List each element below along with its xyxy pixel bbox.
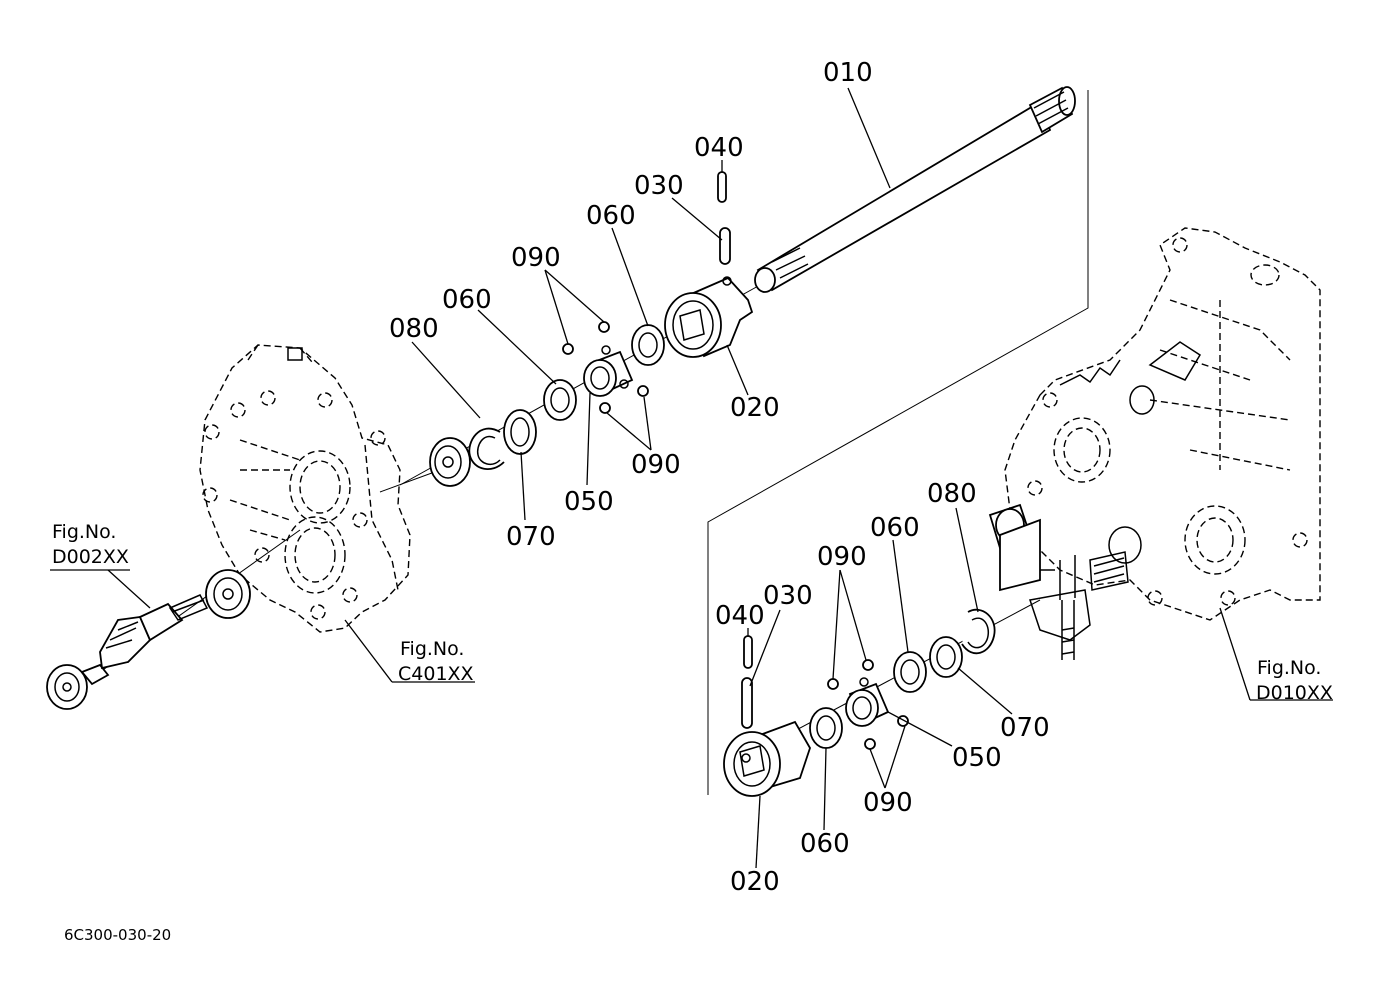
label-060-upper-left: 060 (442, 285, 492, 315)
label-090-lower-bottom: 090 (863, 788, 913, 818)
label-060-lower-left: 060 (800, 829, 850, 859)
part-labels: 010 040 030 060 090 060 080 020 090 050 … (389, 58, 1050, 897)
right-transmission-housing (988, 227, 1321, 660)
left-transmission-housing (199, 344, 411, 633)
fig-ref-d010-line1: Fig.No. (1257, 657, 1321, 679)
label-040-lower: 040 (715, 601, 765, 631)
label-030-lower: 030 (763, 581, 813, 611)
label-070-upper: 070 (506, 522, 556, 552)
lower-exploded-assembly (723, 599, 1041, 797)
fig-ref-d010-line2: D010XX (1256, 682, 1333, 704)
upper-exploded-assembly (399, 86, 1076, 487)
leader-lines (107, 87, 1333, 869)
assembly-boundary-line (707, 90, 1089, 795)
fig-ref-d002-line1: Fig.No. (52, 521, 116, 543)
label-080-upper: 080 (389, 314, 439, 344)
label-050-upper: 050 (564, 487, 614, 517)
label-020-lower: 020 (730, 867, 780, 897)
label-010: 010 (823, 58, 873, 88)
label-020-upper: 020 (730, 393, 780, 423)
fig-ref-c401-line1: Fig.No. (400, 638, 464, 660)
left-shaft-assembly (46, 469, 441, 710)
label-090-lower-top: 090 (817, 542, 867, 572)
label-040-upper: 040 (694, 133, 744, 163)
figure-references: Fig.No. D002XX Fig.No. C401XX Fig.No. D0… (50, 521, 1333, 704)
label-090-upper-top: 090 (511, 243, 561, 273)
diagram-caption: 6C300-030-20 (64, 926, 171, 944)
label-050-lower: 050 (952, 743, 1002, 773)
label-070-lower: 070 (1000, 713, 1050, 743)
label-060-upper-right: 060 (586, 201, 636, 231)
label-060-lower-right: 060 (870, 513, 920, 543)
fig-ref-d002-line2: D002XX (52, 546, 129, 568)
label-080-lower: 080 (927, 479, 977, 509)
label-090-upper-bottom: 090 (631, 450, 681, 480)
label-030-upper: 030 (634, 171, 684, 201)
fig-ref-c401-line2: C401XX (398, 663, 474, 685)
